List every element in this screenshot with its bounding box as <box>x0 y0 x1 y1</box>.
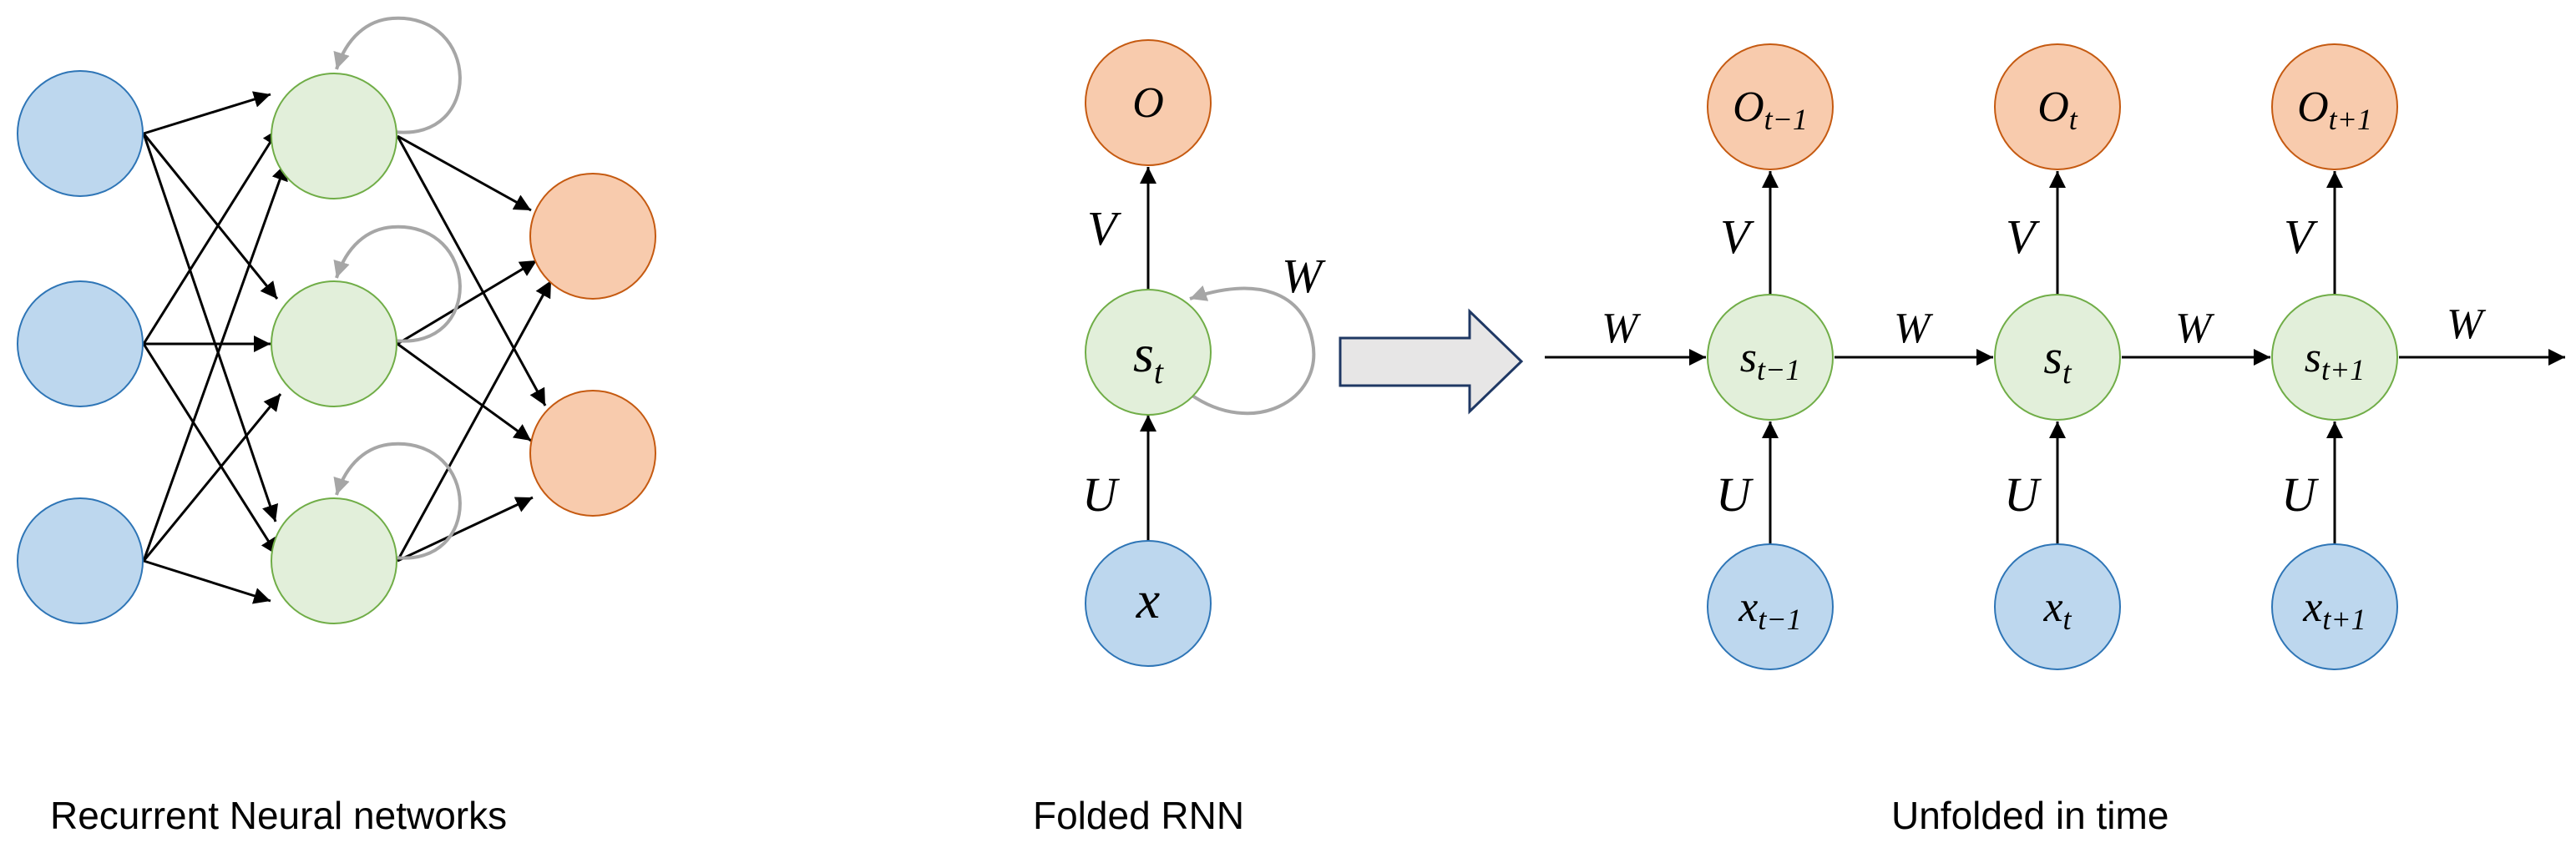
weight-V-folded: V <box>1087 201 1122 255</box>
weight-W: W <box>1894 305 1934 352</box>
edge-in1-h3 <box>142 133 279 522</box>
edge-in1-h1 <box>143 91 271 135</box>
unfolded-panel: Ot−1 st−1 xt−1 V U W Ot st xt V U W <box>1545 43 2565 670</box>
output-label: Ot−1 <box>1733 83 1808 136</box>
edge-in3-h1 <box>142 163 288 562</box>
state-label-folded: st <box>1133 324 1164 391</box>
input-label-folded: x <box>1136 570 1160 629</box>
hidden-node <box>271 280 397 407</box>
input-node <box>17 280 144 407</box>
weight-V: V <box>1720 209 1755 264</box>
edge-h1-o1 <box>397 134 532 212</box>
edge-in3-h3 <box>143 559 271 604</box>
state-label: st−1 <box>1740 334 1801 386</box>
output-label-folded: O <box>1132 79 1164 127</box>
weight-W-folded: W <box>1282 249 1326 303</box>
edge-h1-o2 <box>396 135 547 406</box>
edge-in2-h1 <box>142 128 281 345</box>
self-loop-h2 <box>333 225 462 343</box>
time-step-2: Ot st xt V U W <box>1894 43 2121 670</box>
weight-U: U <box>2004 467 2042 522</box>
caption-network: Recurrent Neural networks <box>50 794 507 837</box>
edge-h2-o2 <box>397 342 532 442</box>
input-node <box>1707 543 1834 670</box>
weight-U: U <box>1716 467 1754 522</box>
input-node <box>1994 543 2121 670</box>
hidden-node <box>271 73 397 199</box>
output-node <box>2271 43 2398 170</box>
hidden-node <box>1994 294 2121 421</box>
output-node <box>529 390 656 517</box>
weight-U-folded: U <box>1082 467 1121 522</box>
weight-W: W <box>2175 305 2215 352</box>
input-node <box>17 70 144 197</box>
input-label: xt <box>2042 583 2072 636</box>
hidden-node-folded <box>1085 289 1212 416</box>
input-label: xt+1 <box>2302 583 2366 636</box>
network-panel <box>17 16 656 624</box>
self-loop-h3 <box>333 442 462 560</box>
self-loop-h1 <box>333 16 462 134</box>
output-node <box>1707 43 1834 170</box>
input-node <box>17 497 144 624</box>
hidden-node <box>271 497 397 624</box>
hidden-node <box>1707 294 1834 421</box>
edge-in1-h2 <box>142 133 279 300</box>
output-node <box>529 173 656 300</box>
unfold-arrow-icon <box>1339 308 1524 415</box>
weight-U: U <box>2281 467 2320 522</box>
edge-in3-h2 <box>142 393 282 562</box>
self-loop-folded <box>1188 285 1316 416</box>
output-node <box>1994 43 2121 170</box>
weight-W-out: W <box>2447 300 2487 348</box>
output-label: Ot <box>2037 83 2078 136</box>
edge-h3-o1 <box>396 280 553 562</box>
state-label: st <box>2043 330 2072 391</box>
output-label: Ot+1 <box>2297 83 2372 136</box>
edge-h3-o2 <box>397 496 534 563</box>
input-node-folded <box>1085 540 1212 667</box>
caption-unfolded: Unfolded in time <box>1891 794 2169 837</box>
caption-folded: Folded RNN <box>1033 794 1244 837</box>
hidden-node <box>2271 294 2398 421</box>
time-step-1: Ot−1 st−1 xt−1 V U W <box>1602 43 1834 670</box>
time-step-3: Ot+1 st+1 xt+1 V U W <box>2175 43 2398 670</box>
state-label: st+1 <box>2305 334 2366 386</box>
edge-h2-o1 <box>397 259 538 346</box>
output-node-folded <box>1085 39 1212 166</box>
edge-in2-h3 <box>142 343 279 556</box>
weight-W: W <box>1602 305 1642 352</box>
input-label: xt−1 <box>1738 583 1801 636</box>
weight-V: V <box>2006 209 2041 264</box>
folded-panel: O st x V U W <box>1082 39 1326 667</box>
input-node <box>2271 543 2398 670</box>
weight-V: V <box>2284 209 2319 264</box>
